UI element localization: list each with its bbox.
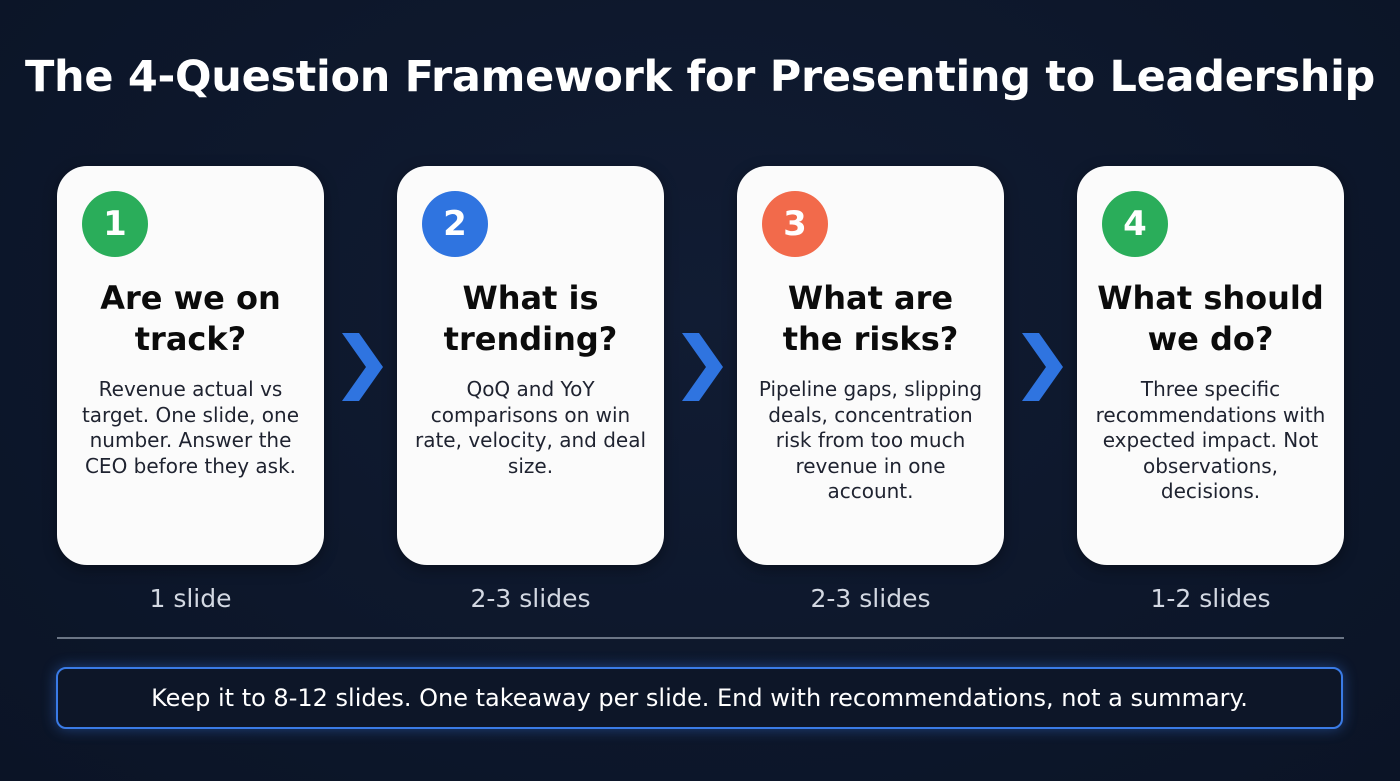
step-title: What should we do? (1097, 279, 1324, 358)
page-title: The 4-Question Framework for Presenting … (24, 52, 1375, 102)
takeaway-callout: Keep it to 8-12 slides. One takeaway per… (56, 667, 1343, 729)
chevron-right-icon (682, 333, 723, 401)
step-title: Are we on track? (100, 279, 281, 358)
step-number-badge: 1 (82, 191, 148, 257)
step-description: Three specific recommendations with expe… (1095, 377, 1326, 503)
step-number-badge: 4 (1102, 191, 1168, 257)
step-slide-count: 1-2 slides (1150, 584, 1271, 613)
step-slide-count: 1 slide (149, 584, 232, 613)
step-slide-count: 2-3 slides (810, 584, 931, 613)
step-number-badge: 2 (422, 191, 488, 257)
callout-text: Keep it to 8-12 slides. One takeaway per… (151, 684, 1248, 712)
chevron-right-icon (342, 333, 383, 401)
step-number-badge: 3 (762, 191, 828, 257)
step-card-3: 3 What are the risks? Pipeline gaps, sli… (737, 166, 1004, 565)
step-card-1: 1 Are we on track? Revenue actual vs tar… (57, 166, 324, 565)
divider (57, 637, 1344, 639)
step-description: QoQ and YoY comparisons on win rate, vel… (414, 377, 646, 478)
step-title: What are the risks? (782, 279, 959, 358)
step-slide-count: 2-3 slides (470, 584, 591, 613)
step-title: What is trending? (443, 279, 618, 358)
step-card-4: 4 What should we do? Three specific reco… (1077, 166, 1344, 565)
chevron-right-icon (1022, 333, 1063, 401)
step-description: Revenue actual vs target. One slide, one… (81, 377, 300, 478)
step-card-2: 2 What is trending? QoQ and YoY comparis… (397, 166, 664, 565)
step-description: Pipeline gaps, slipping deals, concentra… (758, 377, 983, 503)
